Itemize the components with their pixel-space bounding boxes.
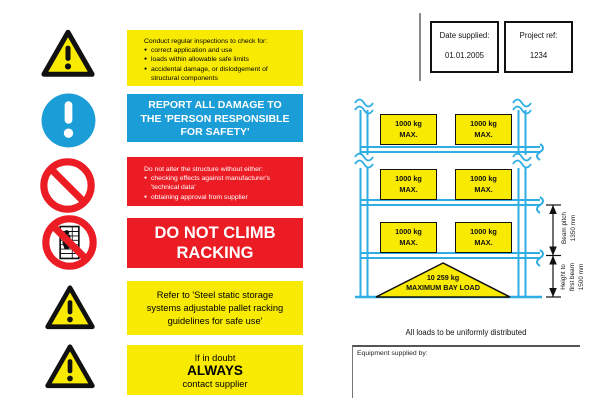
report-line: REPORT ALL DAMAGE TO — [148, 99, 282, 111]
refer-line: guidelines for safe use' — [167, 316, 263, 326]
no-climbing-icon — [42, 215, 97, 275]
project-ref-value: 1234 — [529, 51, 548, 60]
warning-triangle-icon — [44, 342, 96, 395]
inspection-intro: Conduct regular inspections to check for… — [144, 38, 268, 45]
first-beam-dimension-label: Height to first beam 1500 mm — [560, 262, 585, 292]
list-item: correct application and use — [144, 46, 297, 55]
list-item: accidental damage, or dislodgement of st… — [144, 65, 297, 83]
equipment-supplied-box: Equipment supplied by: — [352, 345, 580, 398]
if-in-doubt-panel: If in doubt ALWAYS contact supplier — [127, 345, 303, 395]
warning-triangle-icon — [40, 27, 96, 84]
bay-load-value: 10 259 kg — [427, 273, 459, 282]
doubt-line: contact supplier — [182, 379, 248, 389]
fold-divider-line — [419, 13, 421, 81]
list-item: checking effects against manufacturer's … — [144, 174, 295, 192]
doubt-always: ALWAYS — [187, 363, 243, 378]
date-supplied-value: 01.01.2005 — [444, 51, 485, 60]
refer-line: Refer to 'Steel static storage — [156, 290, 274, 300]
mandatory-exclamation-icon — [41, 93, 96, 153]
prohibition-icon — [40, 158, 95, 218]
alter-intro: Do not alter the structure without eithe… — [144, 166, 264, 173]
uniform-load-note: All loads to be uniformly distributed — [405, 328, 527, 337]
climb-line: DO NOT CLIMB — [154, 224, 276, 242]
project-ref-label: Project ref: — [519, 31, 558, 40]
project-ref-box: Project ref: 1234 — [504, 21, 573, 73]
list-item: loads within allowable safe limits — [144, 55, 297, 64]
warning-triangle-icon — [44, 283, 96, 336]
dimension-arrows — [549, 205, 557, 297]
break-marks — [354, 98, 532, 169]
report-line: THE 'PERSON RESPONSIBLE — [140, 112, 290, 125]
report-line: FOR SAFETY' — [180, 126, 250, 138]
climb-line: RACKING — [176, 244, 254, 262]
equipment-supplied-label: Equipment supplied by: — [357, 350, 428, 357]
inspection-panel: Conduct regular inspections to check for… — [127, 30, 303, 86]
date-supplied-box: Date supplied: 01.01.2005 — [430, 21, 499, 73]
refer-guidelines-panel: Refer to 'Steel static storage systems a… — [127, 281, 303, 335]
do-not-alter-panel: Do not alter the structure without eithe… — [127, 157, 303, 206]
do-not-climb-panel: DO NOT CLIMB RACKING — [127, 218, 303, 268]
rack-diagram-svg: 10 259 kg MAXIMUM BAY LOAD — [354, 98, 561, 299]
report-damage-panel: REPORT ALL DAMAGE TO THE 'PERSON RESPONS… — [127, 94, 303, 142]
date-supplied-label: Date supplied: — [439, 31, 490, 40]
list-item: obtaining approval from supplier — [144, 193, 295, 202]
doubt-line: If in doubt — [194, 353, 236, 363]
bay-load-caption: MAXIMUM BAY LOAD — [406, 283, 480, 292]
refer-line: systems adjustable pallet racking — [146, 303, 284, 313]
bay-load-triangle — [375, 262, 511, 298]
